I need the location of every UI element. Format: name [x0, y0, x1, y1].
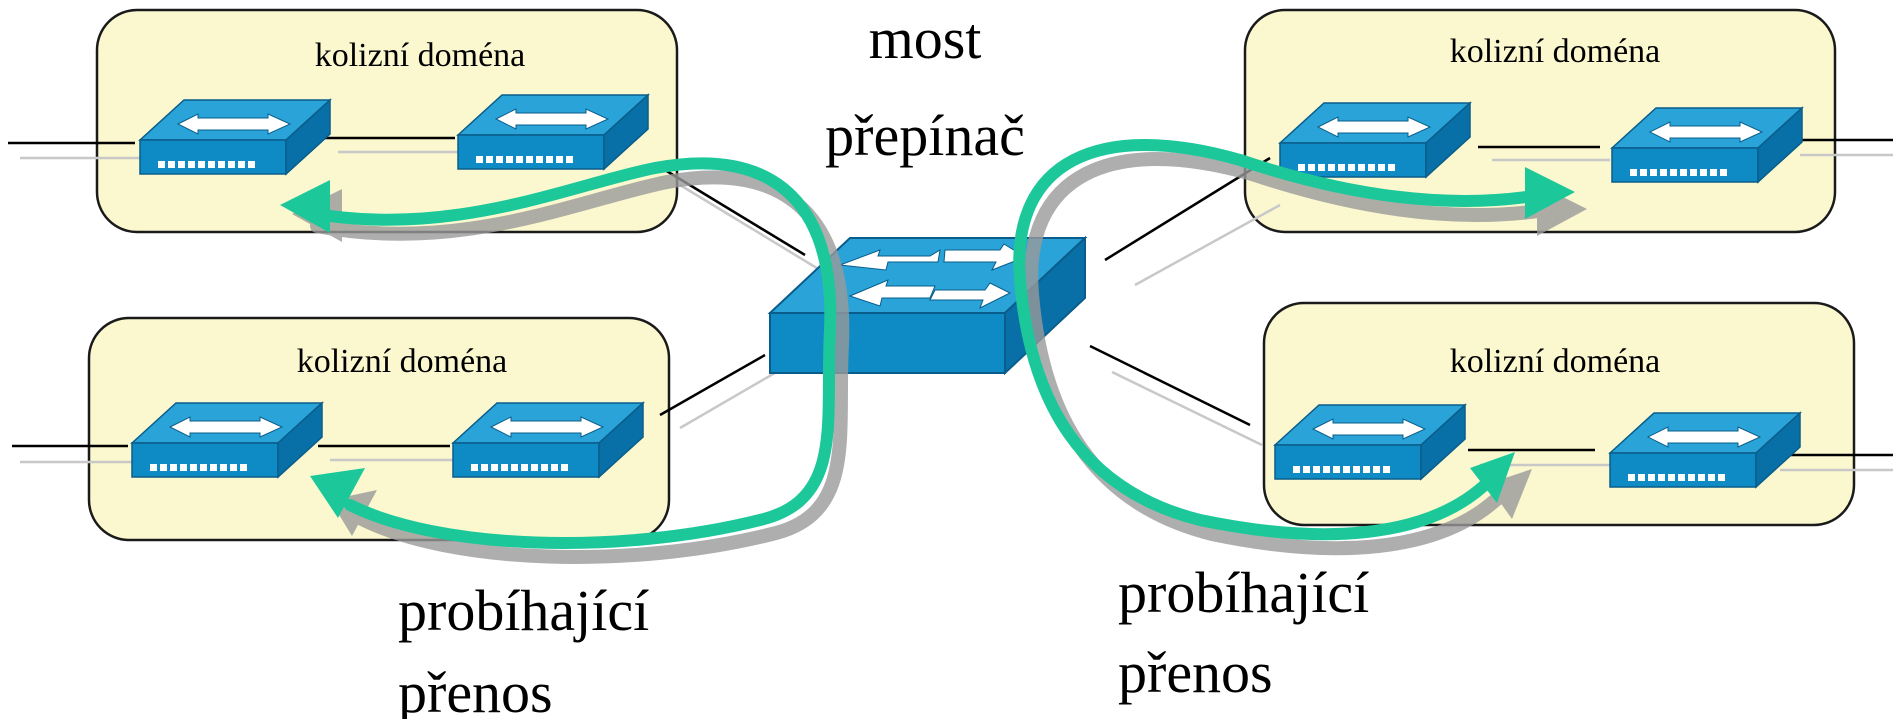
collision-domain-label: kolizní doména	[297, 343, 508, 380]
flow-arrow-left	[280, 157, 850, 564]
flow-arrow-right	[1013, 139, 1587, 556]
cables	[8, 136, 1893, 472]
transfer-label-left-line1: probíhající	[398, 578, 649, 643]
transfer-label-left-line2: přenos	[398, 660, 553, 719]
transfer-label-right-line2: přenos	[1118, 640, 1273, 705]
collision-domain-label: kolizní doména	[1450, 33, 1661, 70]
bridge-title-line2: přepínač	[825, 103, 1025, 168]
bridge-title-line1: most	[869, 6, 982, 71]
collision-domain-label: kolizní doména	[1450, 343, 1661, 380]
collision-domain-bottom-left	[87, 316, 671, 542]
collision-domain-label: kolizní doména	[315, 37, 526, 74]
transfer-label-right-line1: probíhající	[1118, 560, 1369, 625]
